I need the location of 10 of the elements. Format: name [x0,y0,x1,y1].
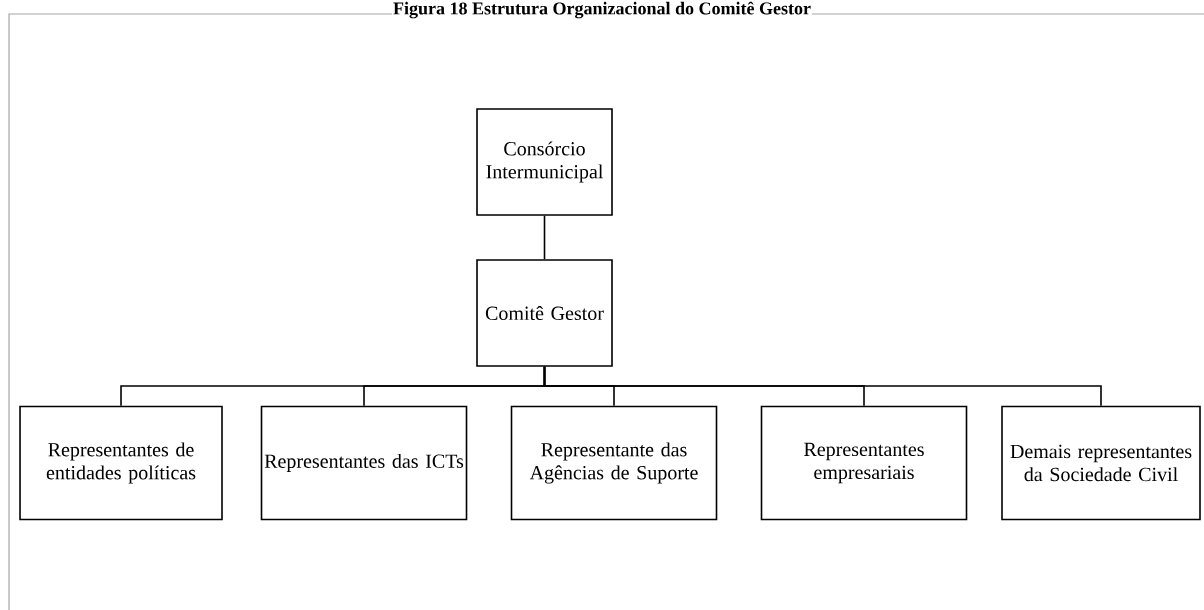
org-box: Representante das Agências de Suporte [510,405,718,521]
org-box: Demais representantes da Sociedade Civil [1001,405,1201,521]
org-box: Representantes empresariais [760,405,968,521]
org-box: Comitê Gestor [476,259,613,367]
org-box: Consórcio Intermunicipal [476,108,613,216]
title: Figura 18 Estrutura Organizacional do Comitê Gestor [392,0,812,20]
connector-line [543,215,546,260]
org-box: Representantes de entidades políticas [19,405,223,521]
connector-line [543,366,1102,407]
org-box: Representantes das ICTs [260,405,468,521]
